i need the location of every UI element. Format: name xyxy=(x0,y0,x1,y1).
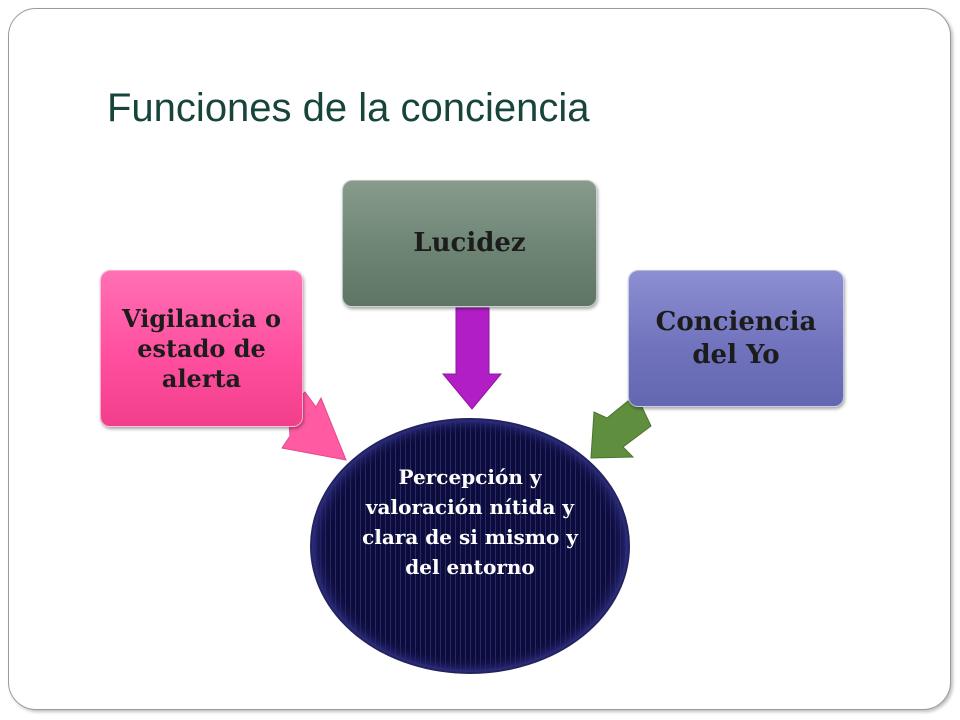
node-vigilancia-label: Vigilancia o estado de alerta xyxy=(122,303,281,393)
slide-title: Funciones de la conciencia xyxy=(107,86,590,130)
node-lucidez-label: Lucidez xyxy=(413,228,526,259)
center-circle-label: Percepción y valoración nítida y clara d… xyxy=(362,465,578,579)
arrow-top-to-center xyxy=(441,307,503,410)
arrow-right-to-center xyxy=(590,400,652,459)
node-conciencia-label: Conciencia del Yo xyxy=(655,307,817,370)
node-lucidez: Lucidez xyxy=(342,180,597,307)
center-circle-rim xyxy=(312,420,628,672)
node-vigilancia: Vigilancia o estado de alerta xyxy=(100,270,303,427)
node-conciencia-del-yo: Conciencia del Yo xyxy=(628,270,844,407)
